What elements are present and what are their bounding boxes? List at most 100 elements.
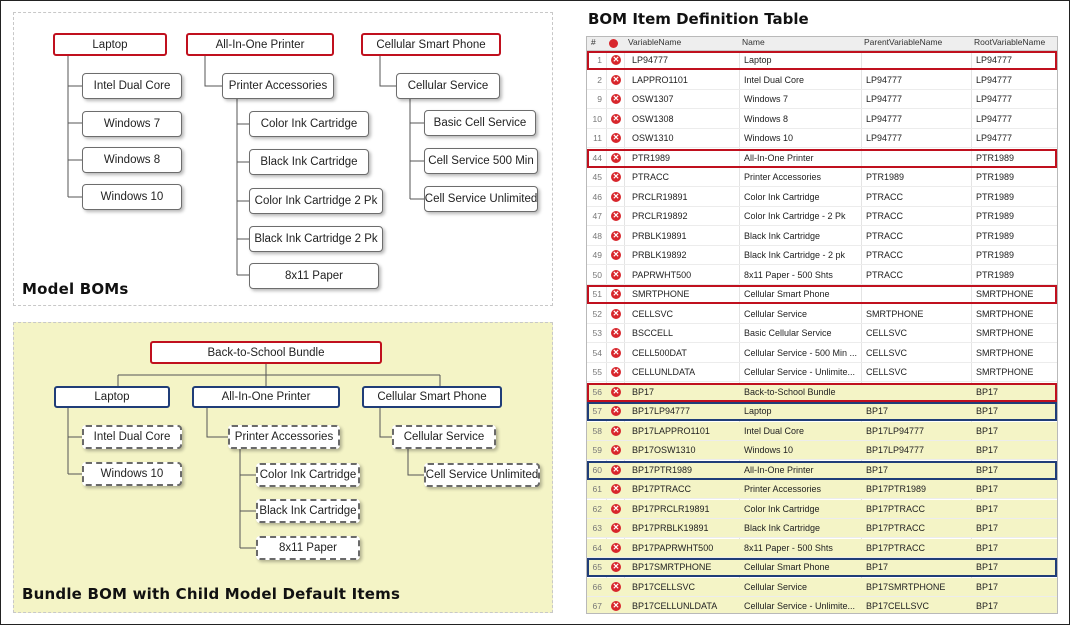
col-header-parent-variable-name[interactable]: ParentVariableName: [864, 37, 943, 47]
row-number: 56: [592, 386, 602, 397]
cell-name: Windows 7: [744, 94, 789, 104]
row-number: 49: [592, 250, 602, 260]
col-header-error-icon[interactable]: [609, 39, 618, 48]
error-icon: ✕: [611, 425, 621, 436]
col-header-variable-name[interactable]: VariableName: [628, 37, 682, 47]
error-icon: ✕: [611, 562, 621, 572]
cell-variable-name: BP17OSW1310: [632, 445, 696, 455]
cell-variable-name: PRCLR19891: [632, 191, 688, 202]
error-icon: ✕: [611, 484, 621, 494]
cell-name: Printer Accessories: [744, 484, 822, 494]
cell-name: Cellular Service - Unlimite...: [744, 601, 856, 611]
col-header-root-variable-name[interactable]: RootVariableName: [974, 37, 1046, 47]
row-number: 44: [592, 152, 602, 163]
cell-name: 8x11 Paper - 500 Shts: [744, 542, 833, 553]
cell-variable-name: PRBLK19892: [632, 250, 687, 260]
cell-root-variable-name: PTR1989: [976, 211, 1015, 221]
model-phone-node: Cellular Smart Phone: [361, 33, 501, 56]
row-number: 9: [597, 94, 602, 104]
cell-name: Basic Cellular Service: [744, 328, 832, 338]
bundle-laptop-child-win10: Windows 10: [82, 462, 182, 486]
cell-parent-variable-name: BP17CELLSVC: [866, 601, 930, 611]
error-icon: ✕: [611, 308, 621, 319]
cell-name: Cellular Service - 500 Min ...: [744, 347, 858, 358]
cell-root-variable-name: BP17: [976, 562, 999, 572]
cell-parent-variable-name: BP17SMRTPHONE: [866, 581, 946, 592]
model-phone-child-500min: Cell Service 500 Min: [424, 148, 538, 174]
model-phone-child-basic: Basic Cell Service: [424, 110, 536, 136]
cell-root-variable-name: PTR1989: [976, 250, 1015, 260]
cell-root-variable-name: SMRTPHONE: [976, 347, 1034, 358]
error-icon: ✕: [611, 581, 621, 592]
model-printer-node: All-In-One Printer: [186, 33, 334, 56]
bundle-printer-child-paper: 8x11 Paper: [256, 536, 360, 560]
cell-name: Black Ink Cartridge - 2 pk: [744, 250, 846, 260]
row-number: 62: [592, 503, 602, 514]
cell-parent-variable-name: CELLSVC: [866, 328, 908, 338]
bundle-phone-node: Cellular Smart Phone: [362, 386, 502, 408]
cell-name: Windows 8: [744, 113, 789, 124]
error-icon: ✕: [611, 503, 621, 514]
cell-parent-variable-name: PTRACC: [866, 250, 904, 260]
cell-name: Cellular Smart Phone: [744, 562, 830, 572]
cell-root-variable-name: BP17: [976, 523, 999, 533]
cell-parent-variable-name: BP17LP94777: [866, 445, 925, 455]
cell-variable-name: PAPRWHT500: [632, 269, 692, 280]
error-icon: ✕: [611, 211, 621, 221]
row-number: 59: [592, 445, 602, 455]
cell-parent-variable-name: LP94777: [866, 113, 903, 124]
col-header-num[interactable]: #: [591, 37, 596, 47]
cell-name: All-In-One Printer: [744, 152, 814, 163]
row-number: 46: [592, 191, 602, 202]
cell-parent-variable-name: BP17: [866, 406, 889, 416]
cell-name: All-In-One Printer: [744, 464, 814, 475]
model-phone-service-node: Cellular Service: [396, 73, 500, 99]
cell-parent-variable-name: CELLSVC: [866, 347, 908, 358]
row-number: 1: [597, 55, 602, 65]
col-header-name[interactable]: Name: [742, 37, 765, 47]
model-printer-child-color-ink: Color Ink Cartridge: [249, 111, 369, 137]
model-printer-child-color-ink-2pk: Color Ink Cartridge 2 Pk: [249, 188, 383, 214]
table-row[interactable]: 49 ✕ PRBLK19892 Black Ink Cartridge - 2 pk P…: [587, 246, 1057, 265]
error-icon: ✕: [611, 250, 621, 260]
row-number: 65: [592, 562, 602, 572]
model-printer-accessories-node: Printer Accessories: [222, 73, 334, 99]
row-number: 48: [592, 230, 602, 241]
error-icon: ✕: [611, 523, 621, 533]
cell-variable-name: PRCLR19892: [632, 211, 688, 221]
cell-root-variable-name: BP17: [976, 484, 999, 494]
cell-name: Windows 10: [744, 445, 794, 455]
bundle-phone-service-node: Cellular Service: [392, 425, 496, 449]
cell-parent-variable-name: PTR1989: [866, 172, 905, 182]
bundle-root-node: Back-to-School Bundle: [150, 341, 382, 364]
